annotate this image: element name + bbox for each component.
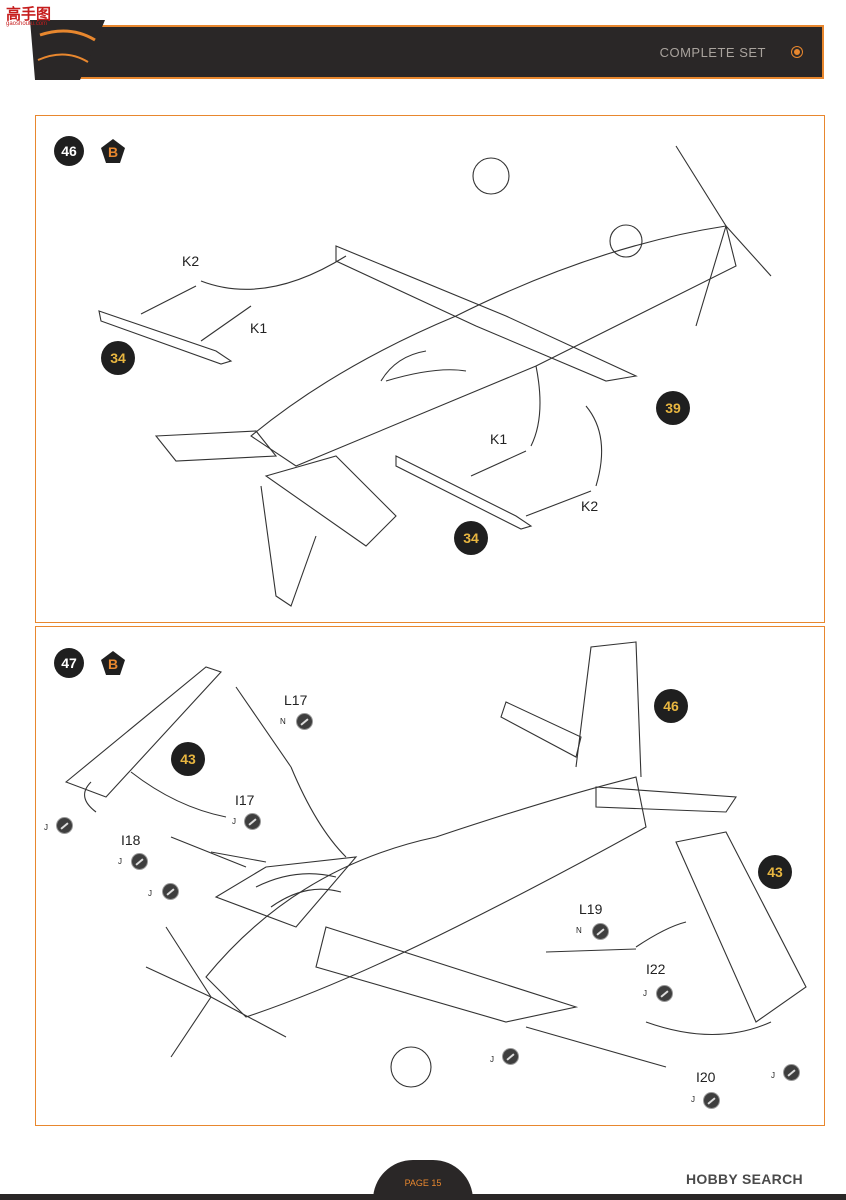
site-url: gaoshoutu.com (6, 21, 48, 27)
sprue-label: J (232, 817, 236, 826)
ref-part-43-b: 43 (758, 855, 792, 889)
sprue-label: J (118, 857, 122, 866)
ref-part-43-a: 43 (171, 742, 205, 776)
step-46-illustration (98, 145, 772, 607)
part-label: K1 (490, 431, 508, 447)
sprue-label: J (691, 1095, 695, 1104)
glue-icon (592, 923, 609, 940)
brand-logo: 高手图 gaoshoutu.com (0, 0, 110, 85)
header-bullet-icon (792, 47, 802, 57)
ref-step-46: 46 (654, 689, 688, 723)
step-47-illustration (64, 641, 807, 1088)
glue-icon (56, 817, 73, 834)
part-label: I20 (696, 1069, 716, 1085)
step-number: 47 (54, 648, 84, 678)
sprue-label: J (148, 889, 152, 898)
glue-icon (783, 1064, 800, 1081)
sprue-label: J (643, 989, 647, 998)
part-label: I22 (646, 961, 666, 977)
header-bar: COMPLETE SET (60, 25, 824, 79)
ref-part-34-b: 34 (454, 521, 488, 555)
option-b-badge: B (100, 138, 126, 164)
step-47-panel: 47 B 43 46 43 L17 N I17 J I18 J L19 N I2… (35, 626, 825, 1126)
sprue-label: N (280, 717, 286, 726)
site-logo: 高手图 (6, 5, 52, 23)
bottom-bar (0, 1194, 846, 1200)
sprue-label: J (44, 823, 48, 832)
glue-icon (296, 713, 313, 730)
page-number: PAGE 15 (404, 1178, 442, 1188)
sprue-label: J (490, 1055, 494, 1064)
glue-icon (162, 883, 179, 900)
ref-step-39: 39 (656, 391, 690, 425)
option-label: B (107, 656, 119, 672)
glue-icon (703, 1092, 720, 1109)
pentagon-icon (101, 651, 125, 675)
header-title: COMPLETE SET (659, 45, 766, 60)
page-tab: PAGE 15 (373, 1160, 473, 1200)
step-number: 46 (54, 136, 84, 166)
option-label: B (107, 144, 119, 160)
glue-icon (656, 985, 673, 1002)
part-label: L19 (579, 901, 603, 917)
ref-part-34-a: 34 (101, 341, 135, 375)
glue-icon (502, 1048, 519, 1065)
glue-icon (131, 853, 148, 870)
part-label: K2 (581, 498, 599, 514)
sprue-label: N (576, 926, 582, 935)
sprue-label: J (771, 1071, 775, 1080)
brand-logo-shape (30, 20, 105, 80)
part-label: K2 (182, 253, 200, 269)
option-b-badge: B (100, 650, 126, 676)
pentagon-icon (101, 139, 125, 163)
glue-icon (244, 813, 261, 830)
step-46-panel: 46 B 34 39 34 K2 K1 K1 K2 (35, 115, 825, 623)
part-label: L17 (284, 692, 308, 708)
part-label: I18 (121, 832, 141, 848)
part-label: I17 (235, 792, 255, 808)
part-label: K1 (250, 320, 268, 336)
watermark-text: HOBBY SEARCH (686, 1171, 803, 1187)
